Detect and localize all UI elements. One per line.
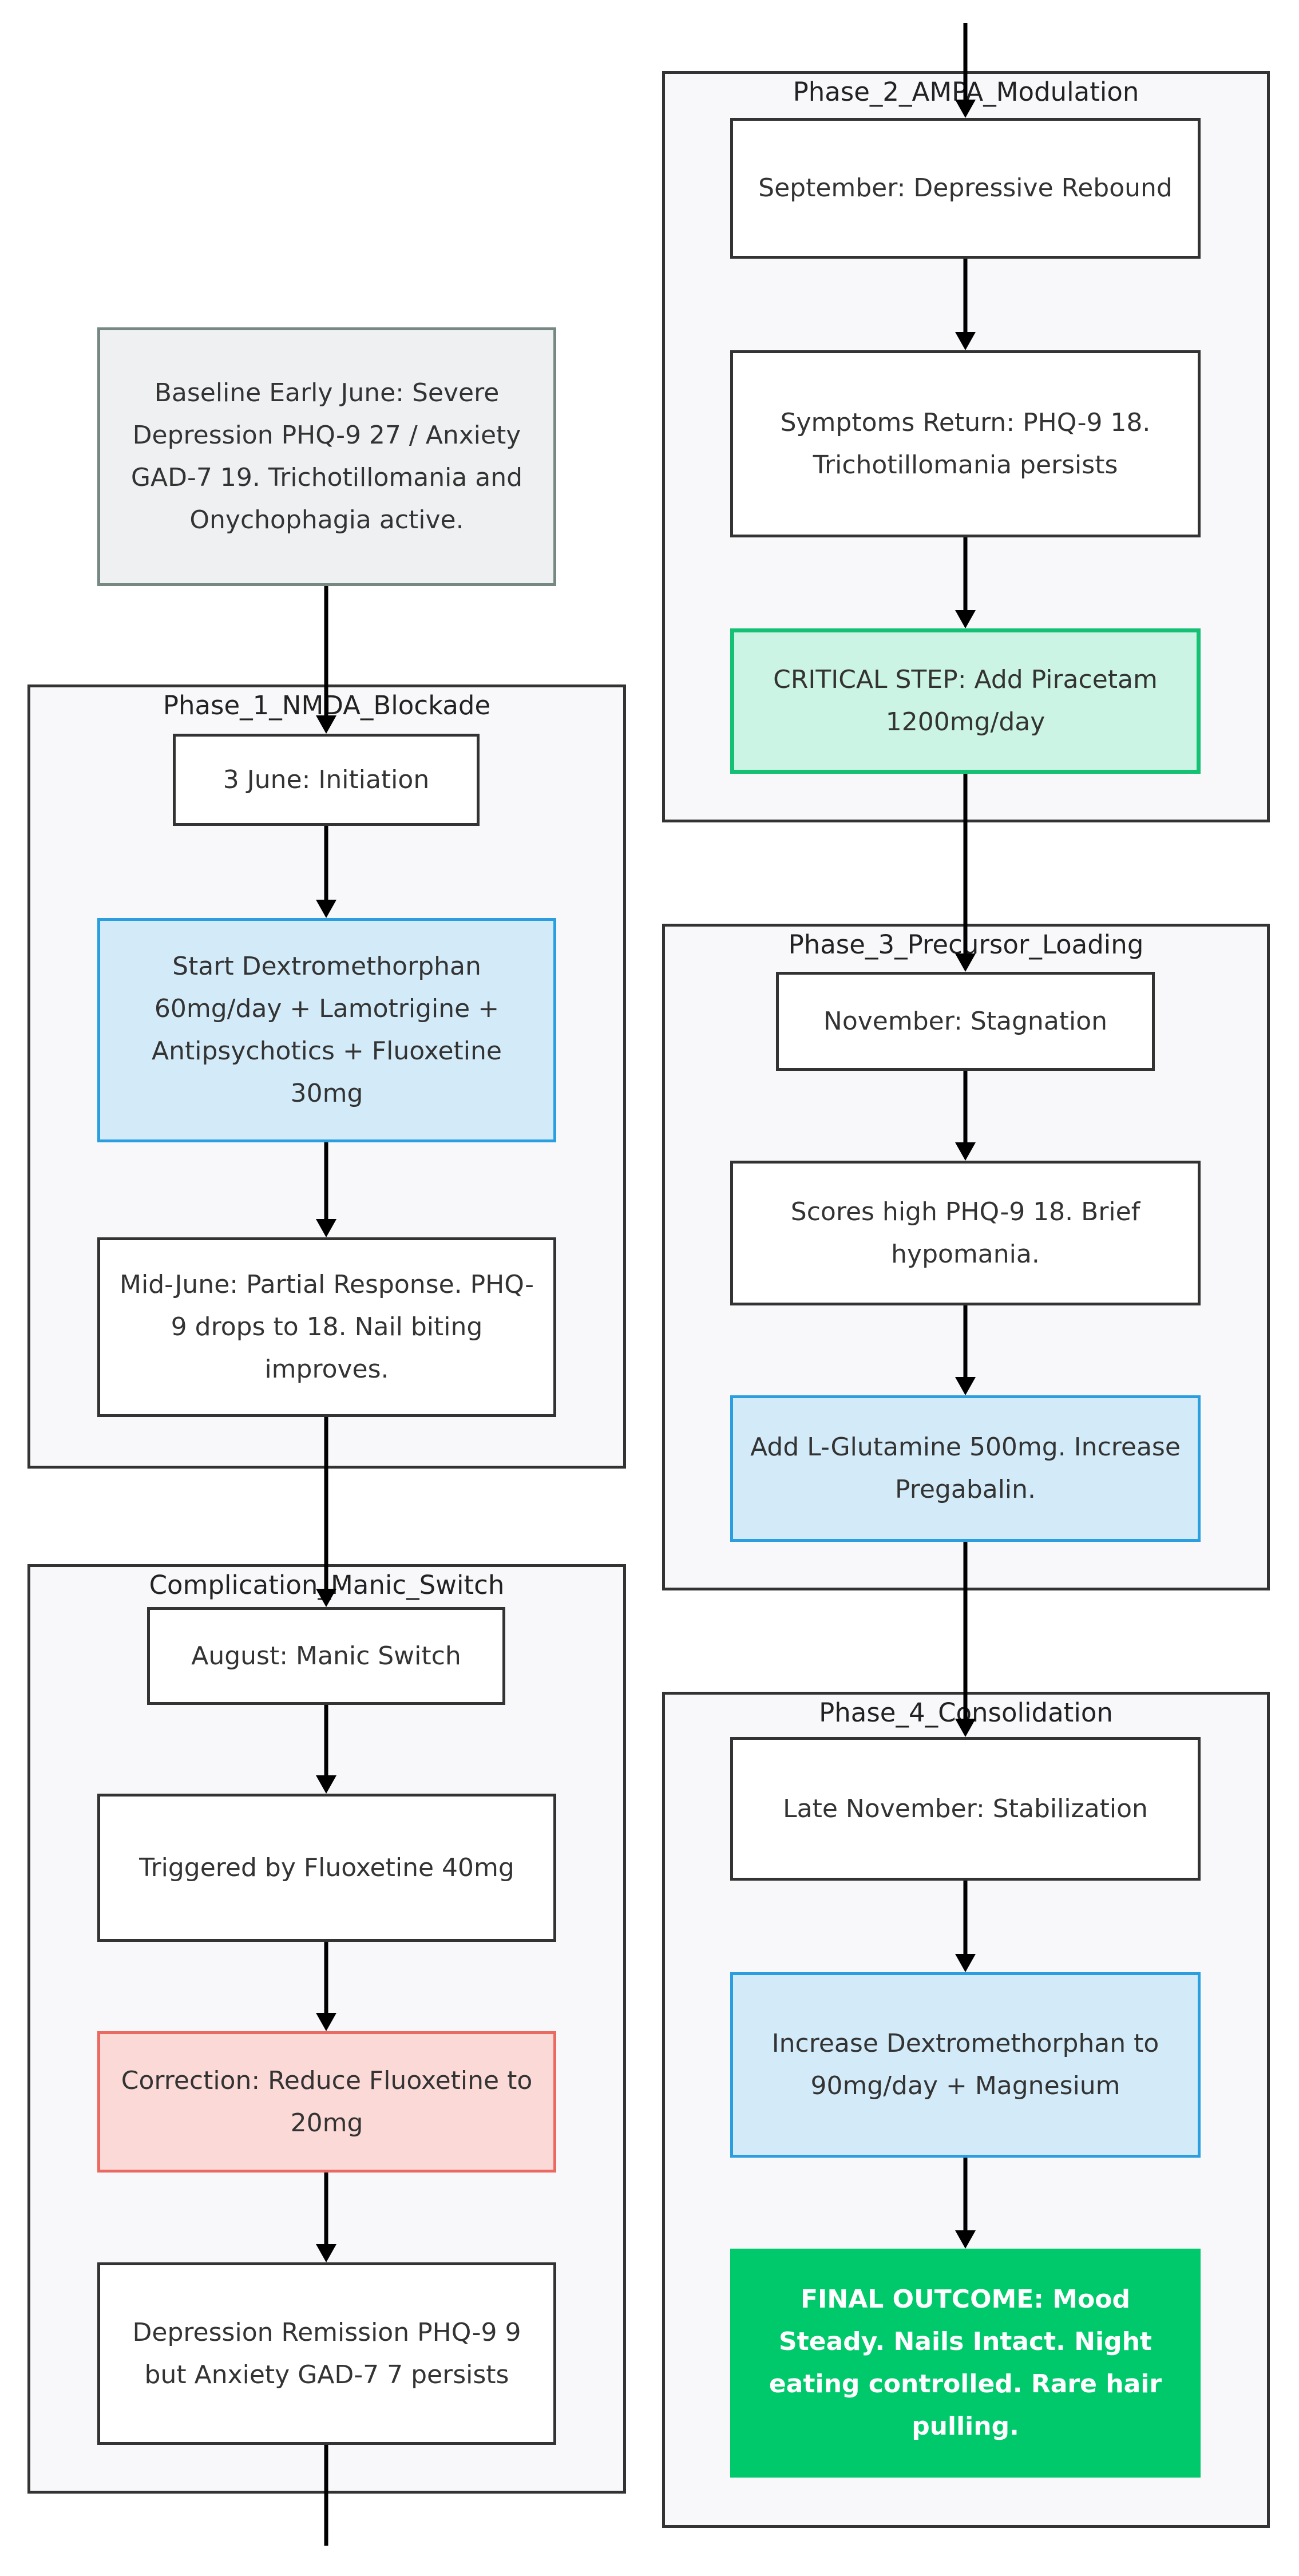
node-november-text: November: Stagnation [823,1006,1108,1036]
node-final-outcome-text: FINAL OUTCOME: Mood Steady. Nails Intact… [769,2285,1162,2441]
arrowhead-scores [955,1142,976,1161]
node-initiation-text: 3 June: Initiation [223,765,430,794]
node-scores-high: Scores high PHQ-9 18. Brief hypomania. [730,1161,1201,1305]
node-correction-text: Correction: Reduce Fluoxetine to 20mg [121,2065,533,2138]
node-mid-june: Mid-June: Partial Response. PHQ-9 drops … [97,1237,556,1417]
arrowhead-latenov [955,1719,976,1737]
arrowhead-critical [955,610,976,628]
arrowhead-august [316,1589,336,1607]
node-november: November: Stagnation [776,972,1155,1071]
arrowhead-increase [955,1954,976,1972]
node-increase-dextromethorphan-text: Increase Dextromethorphan to 90mg/day + … [771,2029,1159,2100]
node-august: August: Manic Switch [147,1607,505,1705]
node-critical-step-text: CRITICAL STEP: Add Piracetam 1200mg/day [773,665,1158,737]
node-triggered-text: Triggered by Fluoxetine 40mg [139,1853,514,1882]
arrowhead-phase-2 [955,100,976,118]
node-mid-june-text: Mid-June: Partial Response. PHQ-9 drops … [120,1270,534,1384]
node-correction: Correction: Reduce Fluoxetine to 20mg [97,2031,556,2173]
node-symptoms-return-text: Symptoms Return: PHQ-9 18. Trichotilloma… [780,407,1151,480]
node-remission-text: Depression Remission PHQ-9 9 but Anxiety… [132,2317,521,2389]
node-baseline-text: Baseline Early June: Severe Depression P… [130,378,523,535]
arrowhead-triggered [316,1775,336,1794]
node-late-november-text: Late November: Stabilization [783,1794,1148,1823]
arrowhead-final [955,2230,976,2249]
node-august-text: August: Manic Switch [191,1641,461,1671]
arrowhead-remission [316,2244,336,2262]
arrowhead-midjune [316,1219,336,1237]
node-september-text: September: Depressive Rebound [758,173,1173,203]
node-late-november: Late November: Stabilization [730,1737,1201,1881]
node-september: September: Depressive Rebound [730,118,1201,259]
node-scores-high-text: Scores high PHQ-9 18. Brief hypomania. [790,1197,1140,1269]
node-increase-dextromethorphan: Increase Dextromethorphan to 90mg/day + … [730,1972,1201,2158]
node-critical-step: CRITICAL STEP: Add Piracetam 1200mg/day [730,628,1201,774]
arrowhead-initiation [316,715,336,734]
arrowhead-november [955,953,976,972]
node-start-dextromethorphan: Start Dextromethorphan 60mg/day + Lamotr… [97,918,556,1142]
node-symptoms-return: Symptoms Return: PHQ-9 18. Trichotilloma… [730,350,1201,537]
node-triggered: Triggered by Fluoxetine 40mg [97,1794,556,1942]
node-add-glutamine-text: Add L-Glutamine 500mg. Increase Pregabal… [750,1433,1181,1504]
node-initiation: 3 June: Initiation [173,734,480,826]
arrowhead-correction [316,2013,336,2031]
node-add-glutamine: Add L-Glutamine 500mg. Increase Pregabal… [730,1395,1201,1542]
arrowhead-start [316,900,336,918]
node-final-outcome: FINAL OUTCOME: Mood Steady. Nails Intact… [730,2249,1201,2478]
node-start-dextromethorphan-text: Start Dextromethorphan 60mg/day + Lamotr… [152,952,502,1108]
node-remission: Depression Remission PHQ-9 9 but Anxiety… [97,2262,556,2445]
arrowhead-symptoms [955,332,976,350]
node-baseline: Baseline Early June: Severe Depression P… [97,327,556,586]
arrowhead-glutamine [955,1377,976,1395]
